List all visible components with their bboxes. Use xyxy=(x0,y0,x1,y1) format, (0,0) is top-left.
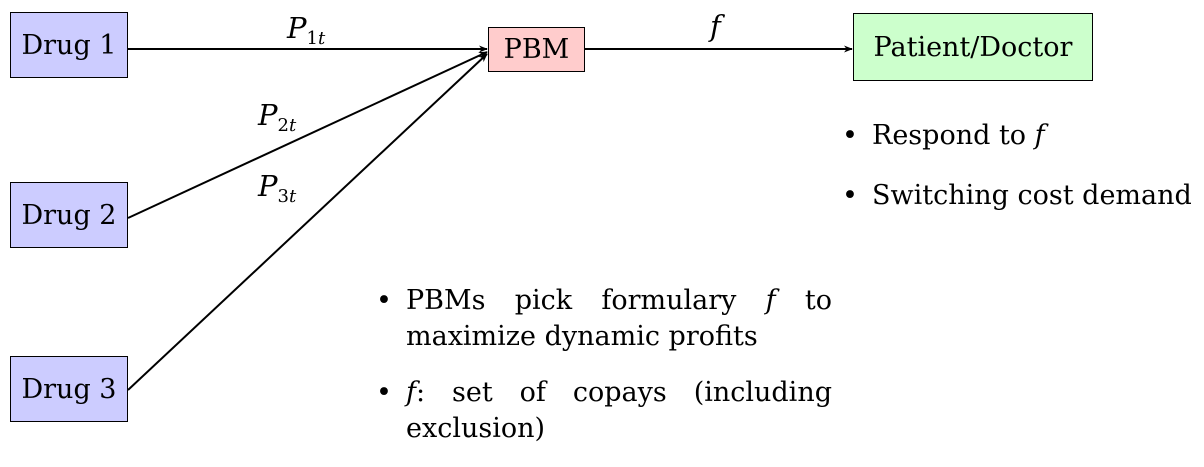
drug-3-node: Drug 3 xyxy=(10,356,128,422)
pbm-node: PBM xyxy=(488,27,585,72)
list-item: PBMs pick formulary f to maximize dynami… xyxy=(372,283,832,355)
edge-label-p2t: P2t xyxy=(258,98,297,136)
patient-notes-list: Respond to f Switching cost demand xyxy=(838,118,1204,238)
edge-label-f: f xyxy=(710,9,721,43)
patient-doctor-node: Patient/Doctor xyxy=(853,13,1093,81)
drug-2-node: Drug 2 xyxy=(10,182,128,248)
drug-2-label: Drug 2 xyxy=(21,199,117,231)
edge-drug2-pbm xyxy=(127,51,488,219)
pbm-label: PBM xyxy=(503,34,570,65)
edge-label-p3t: P3t xyxy=(258,169,297,207)
list-item: Switching cost demand xyxy=(838,178,1204,214)
pbm-notes-list: PBMs pick formulary f to maximize dynami… xyxy=(372,283,832,467)
list-item: Respond to f xyxy=(838,118,1204,154)
edge-drug3-pbm xyxy=(127,53,488,391)
drug-3-label: Drug 3 xyxy=(21,373,117,405)
edge-label-p1t: P1t xyxy=(287,11,326,49)
list-item: f: set of copays (including exclusion) xyxy=(372,375,832,447)
patient-doctor-label: Patient/Doctor xyxy=(873,31,1073,63)
drug-1-label: Drug 1 xyxy=(21,29,117,61)
drug-1-node: Drug 1 xyxy=(10,12,128,78)
